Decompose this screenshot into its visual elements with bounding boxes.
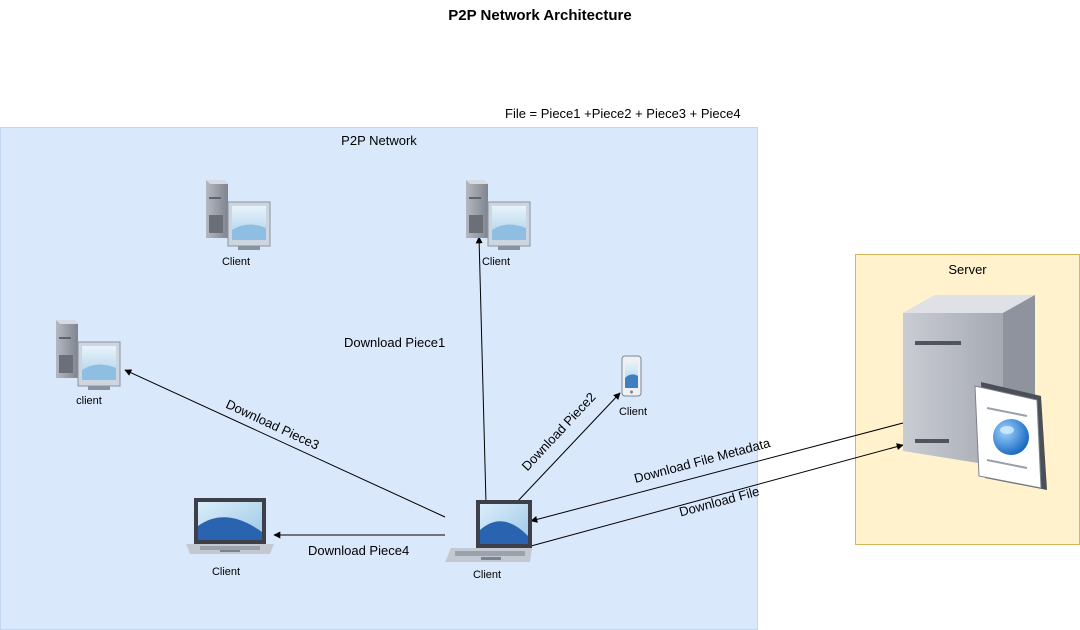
edge-label-piece1: Download Piece1: [344, 335, 446, 350]
edge-piece2: [516, 392, 621, 503]
node-label: Client: [211, 566, 241, 578]
desktop-computer-icon: [466, 180, 531, 250]
edge-file: [530, 443, 904, 547]
diagram-title: P2P Network Architecture: [448, 7, 632, 24]
edge-piece3: [124, 369, 446, 518]
edge-label-piece4: Download Piece4: [308, 543, 410, 558]
phone-icon: [621, 355, 642, 397]
node-label: Client: [221, 256, 251, 268]
desktop-computer-icon: [206, 180, 271, 250]
desktop-computer-icon: [56, 320, 121, 390]
node-label: client: [76, 395, 102, 407]
laptop-icon: [186, 498, 274, 554]
server-zone-title: Server: [948, 262, 987, 277]
laptop-icon: [445, 500, 532, 562]
edge-metadata: [530, 422, 904, 523]
node-label: Client: [618, 406, 648, 418]
edge-piece1: [475, 236, 487, 504]
node-label: Client: [472, 569, 502, 581]
p2p-network-title: P2P Network: [341, 133, 417, 148]
document-globe-icon: [974, 382, 1047, 490]
node-label: Client: [481, 256, 511, 268]
file-formula: File = Piece1 +Piece2 + Piece3 + Piece4: [505, 106, 741, 121]
